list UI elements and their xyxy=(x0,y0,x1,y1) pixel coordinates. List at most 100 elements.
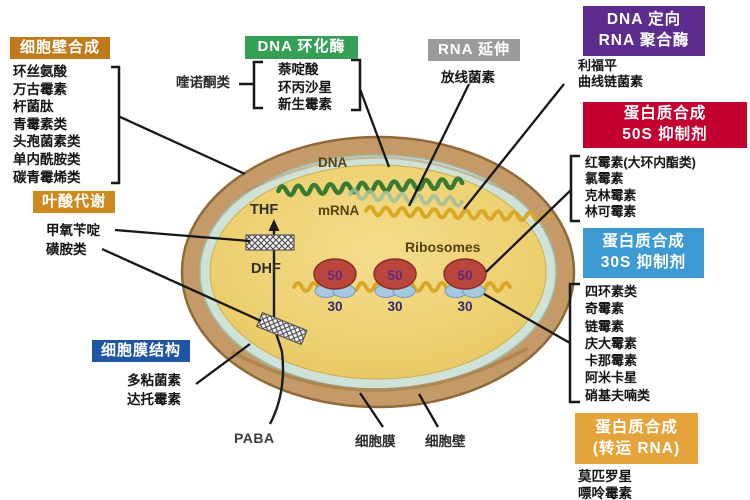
drug-item: 氯霉素 xyxy=(585,171,624,187)
drug-item: 红霉素(大环内酯类) xyxy=(585,155,696,170)
drug-item: 四环素类 xyxy=(585,284,638,299)
line-actinomycin-mrna xyxy=(407,83,471,207)
header-protein-trna-line1: 蛋白质合成 xyxy=(595,418,678,436)
drug-item: 头孢菌素类 xyxy=(13,134,81,150)
line-30s-ribosome xyxy=(483,293,571,344)
drug-item: 达托霉素 xyxy=(127,392,181,407)
header-rna-elongation-label: RNA 延伸 xyxy=(437,40,511,58)
drug-item: 新生霉素 xyxy=(278,97,332,113)
header-protein-30s: 蛋白质合成 30S 抑制剂 xyxy=(583,228,704,278)
header-rna-polymerase-line2: RNA 聚合酶 xyxy=(598,32,690,49)
line-sulfonamide xyxy=(101,247,262,323)
drug-item: 环丙沙星 xyxy=(278,79,332,95)
mrna-label: mRNA xyxy=(318,203,360,218)
header-cell-wall-synthesis: 细胞壁合成 xyxy=(10,37,110,59)
drug-item: 甲氧苄啶 xyxy=(46,223,100,238)
header-dna-gyrase: DNA 环化酶 xyxy=(245,36,358,59)
line-membrane-label xyxy=(359,392,384,428)
drug-item: 卡那霉素 xyxy=(585,353,638,369)
drug-item: 硝基夫喃类 xyxy=(585,387,651,403)
dna-label: DNA xyxy=(318,155,348,170)
ribosomes-label: Ribosomes xyxy=(405,239,481,255)
drug-item: 林可霉素 xyxy=(585,204,637,220)
membrane-drug-list: 多粘菌素 达托霉素 xyxy=(127,371,181,409)
cell-wall-label: 细胞壁 xyxy=(425,434,466,449)
drug-item: 碳青霉烯类 xyxy=(13,169,81,185)
header-protein-50s-line2: 50S 抑制剂 xyxy=(622,126,708,143)
drug-item: 奇霉素 xyxy=(585,301,625,317)
ribosome-30s-label: 30 xyxy=(457,299,472,314)
ribosome-1: 50 30 xyxy=(313,258,357,314)
cell-membrane-label: 细胞膜 xyxy=(355,434,396,449)
ribosome-3: 50 30 xyxy=(443,258,487,314)
drug-item: 杆菌肽 xyxy=(13,99,54,115)
header-dna-gyrase-label: DNA 环化酶 xyxy=(257,38,346,56)
bracket-quinolone-right xyxy=(351,58,362,112)
header-protein-50s: 蛋白质合成 50S 抑制剂 xyxy=(583,102,747,148)
header-protein-30s-line1: 蛋白质合成 xyxy=(602,233,685,251)
brackets xyxy=(111,58,580,404)
header-membrane-structure-label: 细胞膜结构 xyxy=(100,341,181,359)
enzyme-block-trimethoprim xyxy=(245,234,295,251)
bracket-quinolone-left xyxy=(252,60,263,110)
paba-label: PABA xyxy=(234,430,275,446)
line-rifampin-mrna xyxy=(463,83,565,210)
line-wall-label xyxy=(418,393,439,428)
line-trimethoprim xyxy=(114,228,251,243)
thf-label: THF xyxy=(250,202,279,218)
drug-item: 曲线链菌素 xyxy=(578,74,644,89)
protein-trna-drug-list: 莫匹罗星 嘌呤霉素 xyxy=(578,468,632,500)
drug-item: 万古霉素 xyxy=(13,81,67,97)
ribosome-50s-label: 50 xyxy=(327,268,342,283)
ribosome-2: 50 30 xyxy=(373,258,417,314)
drug-item: 多粘菌素 xyxy=(127,373,181,388)
drug-item: 青霉素类 xyxy=(13,116,67,132)
line-50s-ribosome xyxy=(485,189,572,273)
drug-item: 庆大霉素 xyxy=(585,335,638,351)
ribosome-30s-label: 30 xyxy=(327,299,342,314)
drug-item: 环丝氨酸 xyxy=(13,64,67,79)
ribosome-50s-label: 50 xyxy=(387,268,402,283)
header-protein-trna-line2: (转运 RNA) xyxy=(592,439,681,457)
bracket-cellwall-list xyxy=(111,65,121,185)
drug-item: 磺胺类 xyxy=(46,242,87,257)
header-rna-elongation: RNA 延伸 xyxy=(428,39,520,61)
folate-arrowhead xyxy=(268,219,280,231)
line-cellwall-drugs xyxy=(117,114,246,176)
header-protein-50s-line1: 蛋白质合成 xyxy=(623,105,707,123)
folate-drug-list: 甲氧苄啶 磺胺类 xyxy=(46,221,100,259)
connector-lines xyxy=(101,83,572,428)
line-membrane-drugs xyxy=(195,343,251,385)
header-rna-polymerase-line1: DNA 定向 xyxy=(606,11,682,29)
drug-item: 链霉素 xyxy=(585,318,625,334)
ribosome-30s-label: 30 xyxy=(387,299,402,314)
nascent-rna-squiggle xyxy=(348,188,464,208)
bracket-30s-list xyxy=(568,282,580,404)
drug-item: 阿米卡星 xyxy=(585,370,638,386)
header-rna-polymerase: DNA 定向 RNA 聚合酶 xyxy=(583,6,705,56)
wall-texture-streak xyxy=(231,346,529,392)
bracket-50s-list xyxy=(569,154,580,223)
header-folate-metabolism: 叶酸代谢 xyxy=(33,191,115,213)
protein-50s-drug-list: 红霉素(大环内酯类) 氯霉素 克林霉素 林可霉素 xyxy=(585,155,696,221)
actinomycin-label: 放线菌素 xyxy=(441,70,495,85)
quinolone-class-label: 喹诺酮类 xyxy=(176,75,230,90)
header-membrane-structure: 细胞膜结构 xyxy=(92,340,190,362)
drug-item: 克林霉素 xyxy=(585,187,637,203)
header-folate-metabolism-label: 叶酸代谢 xyxy=(41,192,106,210)
drug-item: 莫匹罗星 xyxy=(578,469,632,484)
drug-item: 萘啶酸 xyxy=(278,62,319,77)
drug-item: 利福平 xyxy=(578,58,618,73)
ribosome-50s-label: 50 xyxy=(457,268,472,283)
wall-texture-streak-top xyxy=(245,156,513,196)
cell-wall-drug-list: 环丝氨酸 万古霉素 杆菌肽 青霉素类 头孢菌素类 单内酰胺类 碳青霉烯类 xyxy=(13,63,81,186)
quinolone-drug-list: 萘啶酸 环丙沙星 新生霉素 xyxy=(278,61,332,114)
protein-30s-drug-list: 四环素类 奇霉素 链霉素 庆大霉素 卡那霉素 阿米卡星 硝基夫喃类 xyxy=(585,283,650,404)
drug-item: 单内酰胺类 xyxy=(13,151,81,167)
dhf-label: DHF xyxy=(251,261,281,277)
mrna-squiggle xyxy=(364,204,552,223)
rna-polymerase-drug-list: 利福平 曲线链菌素 xyxy=(578,58,643,90)
header-protein-30s-line2: 30S 抑制剂 xyxy=(600,254,687,271)
